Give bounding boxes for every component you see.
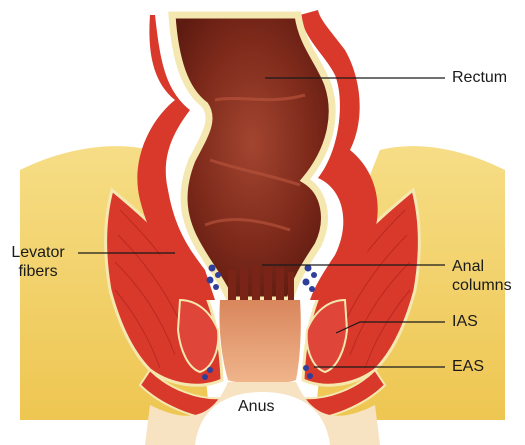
label-ias: IAS <box>452 312 478 331</box>
label-eas: EAS <box>452 357 484 376</box>
rectal-lumen <box>172 15 332 300</box>
label-anal-line2: columns <box>452 276 512 295</box>
anal-canal <box>219 300 300 384</box>
label-rectum: Rectum <box>452 68 507 87</box>
label-anal-columns: Anal columns <box>452 257 512 295</box>
label-anal-line1: Anal <box>452 257 512 276</box>
label-levator-line1: Levator <box>2 243 74 262</box>
label-levator-fibers: Levator fibers <box>2 243 74 281</box>
label-levator-line2: fibers <box>2 262 74 281</box>
label-anus: Anus <box>238 397 274 416</box>
